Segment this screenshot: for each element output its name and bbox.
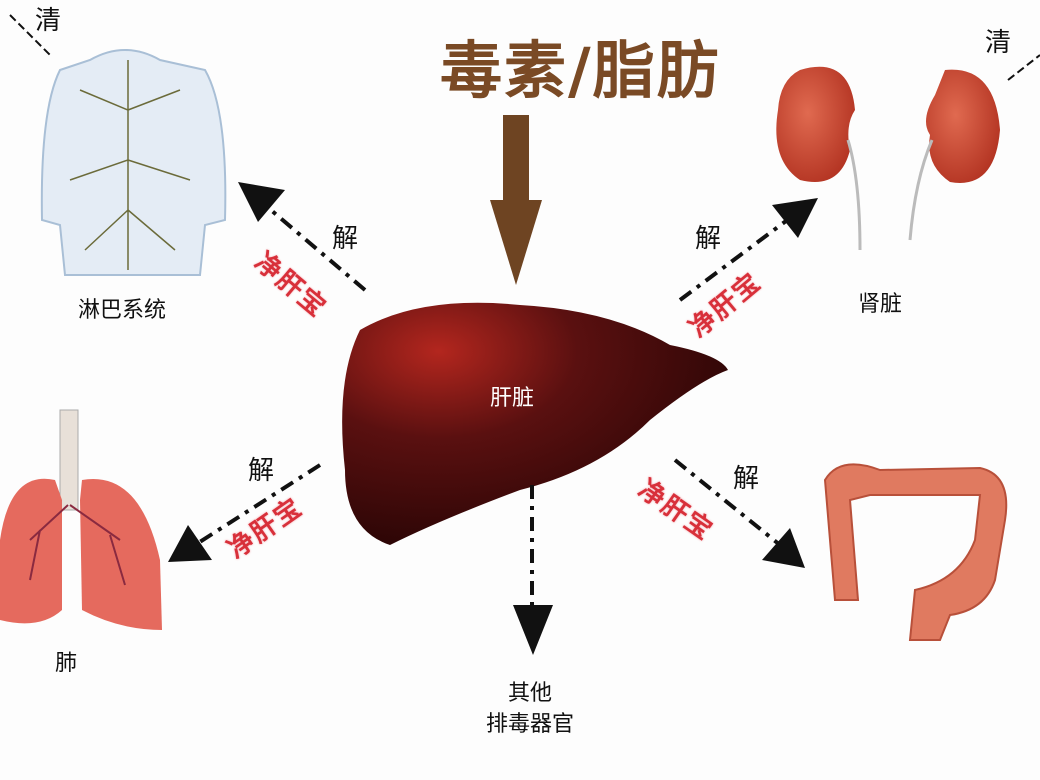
colon-figure: [823, 463, 1008, 641]
title: 毒素/脂肪: [440, 34, 721, 107]
arrowhead-colon: [762, 528, 805, 568]
lymph-system-figure: [40, 49, 227, 276]
detox-label-lung: 解: [248, 456, 275, 486]
toxin-down-arrow: [490, 115, 542, 285]
lung-label: 肺: [55, 651, 78, 676]
arrowhead-kidney: [772, 198, 818, 238]
kidney-label: 肾脏: [858, 292, 903, 317]
dashed-arrows: [193, 203, 792, 610]
dashed-line-topleft: [9, 14, 51, 56]
kidney-figure: [776, 66, 1000, 251]
liver-label: 肝脏: [490, 386, 535, 411]
dashed-line-topright: [1007, 54, 1040, 81]
clear-label-right: 清: [985, 28, 1012, 58]
lymph-label: 淋巴系统: [78, 298, 167, 323]
other-label-line1: 其他: [508, 681, 553, 706]
other-label-line2: 排毒器官: [486, 712, 575, 737]
liver-figure: [342, 302, 728, 545]
detox-label-lymph: 解: [332, 224, 359, 254]
arrowhead-other: [513, 605, 553, 655]
detox-label-kidney: 解: [695, 224, 722, 254]
lung-figure: [0, 409, 162, 630]
arrowhead-lung: [168, 525, 212, 562]
arrowhead-lymph: [238, 182, 285, 222]
clear-label-left: 清: [35, 6, 62, 36]
detox-label-colon: 解: [733, 464, 760, 494]
